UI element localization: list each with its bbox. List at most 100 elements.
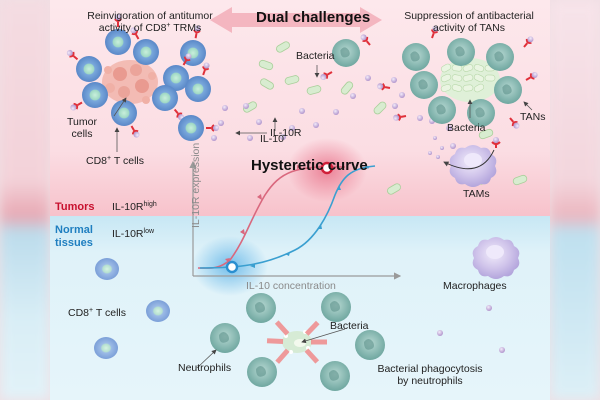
il10-dot [333,109,339,115]
il10r-receptor [320,71,333,80]
bacterium [243,101,257,113]
bacterium [484,74,496,82]
neutrophil [402,43,430,71]
neutrophil [447,38,475,66]
bacterium [276,41,290,53]
tam-cell [443,137,501,187]
x-axis-label: IL-10 concentration [246,280,336,292]
neutrophil [247,357,277,387]
curve-direction-arrows [225,165,370,268]
neutrophil [321,292,351,322]
cd8n-prefix: CD8 [68,307,90,319]
t-cell [185,76,211,102]
il10r-receptor [393,113,407,122]
il10-molecules-normal [437,305,505,353]
il10r-receptor [70,101,83,111]
high-state-marker [320,161,334,175]
bacterium [512,174,528,186]
neutrophils-normal [210,292,385,391]
y-axis-label: IL-10R expression [190,142,202,228]
low-state-marker [225,260,239,274]
il10-dot [222,105,228,111]
bacterium [462,84,474,92]
bacterium [451,84,463,92]
il10-molecules [211,75,456,159]
cd8-t-cells-tumor-label: CD8+ T cells [86,155,144,167]
il10r-receptor [182,53,192,66]
tans-cluster [320,25,538,129]
il10r-receptor [206,124,219,132]
il10-dot [365,75,371,81]
il10r-receptor [130,27,140,40]
left-title-cd8: activity of CD8 [98,22,167,34]
il10-dot [218,120,224,126]
t-cell [111,100,137,126]
bacterium [462,64,474,72]
left-title-sup: + [166,22,171,29]
tumors-receptor-prefix: IL-10R [112,201,144,213]
left-title-trms: TRMs [170,22,202,34]
il10-dot [399,92,405,98]
dual-challenges-label: Dual challenges [256,9,371,26]
bacterium [473,73,485,83]
phagocytosis-line2: by neutrophils [397,375,463,387]
phagocytosis-arrow [304,348,320,364]
bacterium [387,183,401,195]
normal-tissues-label: Normal tissues [55,224,93,250]
normal-receptor-label: IL-10Rlow [112,228,154,240]
neutrophil [332,39,360,67]
il10r-receptor [193,25,201,39]
t-cell [82,82,108,108]
t-cell [163,65,189,91]
diagram-artwork [66,7,538,391]
bacterium [473,83,485,93]
cd8-sup: + [107,155,112,162]
blurred-border-right [550,0,600,400]
il10-dot [428,151,432,155]
macrophages-label: Macrophages [443,280,507,292]
il10-dot [446,125,452,131]
phagocytosis-line1: Bacterial phagocytosis [377,363,483,375]
cd8-t-cells-normal [94,258,170,359]
bacterium [440,84,452,92]
tumors-receptor-sup: high [143,201,157,208]
neutrophil [467,99,495,127]
bacterium [258,59,274,71]
bacterium [260,78,274,90]
cd8n-suffix: T cells [93,307,126,319]
il10-dot [211,135,217,141]
normal-receptor-sup: low [143,228,155,235]
bacteria-cluster-label: Bacteria [447,122,486,134]
il10-dot [417,115,423,121]
neutrophil [494,76,522,104]
il10-dot [433,136,437,140]
bacterium [462,74,474,82]
cd8n-sup: + [89,307,94,314]
diagram-panel: Reinvigoration of antitumor activity of … [50,0,550,400]
il10r-receptor [202,62,210,76]
il10-dot [247,135,253,141]
il10r-receptor [360,34,371,46]
phagocytosis-arrow [304,320,320,336]
right-title-line1: Suppression of antibacterial [404,10,534,22]
phagocytosis-arrows [266,320,327,364]
il10r-receptor [430,25,439,39]
t-cell [133,39,159,65]
t-cell [180,40,206,66]
left-title-line1: Reinvigoration of antitumor [87,10,213,22]
tumor-cells-cluster [102,60,158,104]
il10-dot [440,146,444,150]
il10-dot [450,143,456,149]
il10r-receptor [114,14,122,27]
il10-dot [256,119,262,125]
il10-dot [392,103,398,109]
left-title-line2: activity of CD8+ TRMs [74,22,226,34]
t-cell [152,85,178,111]
right-title-line2: activity of TANs [433,22,505,34]
normal-label-line2: tissues [55,237,93,249]
blurred-border-left [0,0,50,400]
neutrophil [320,361,350,391]
il10-dot [299,108,305,114]
t-cell [178,115,204,141]
il10-label: IL-10 [260,133,284,145]
